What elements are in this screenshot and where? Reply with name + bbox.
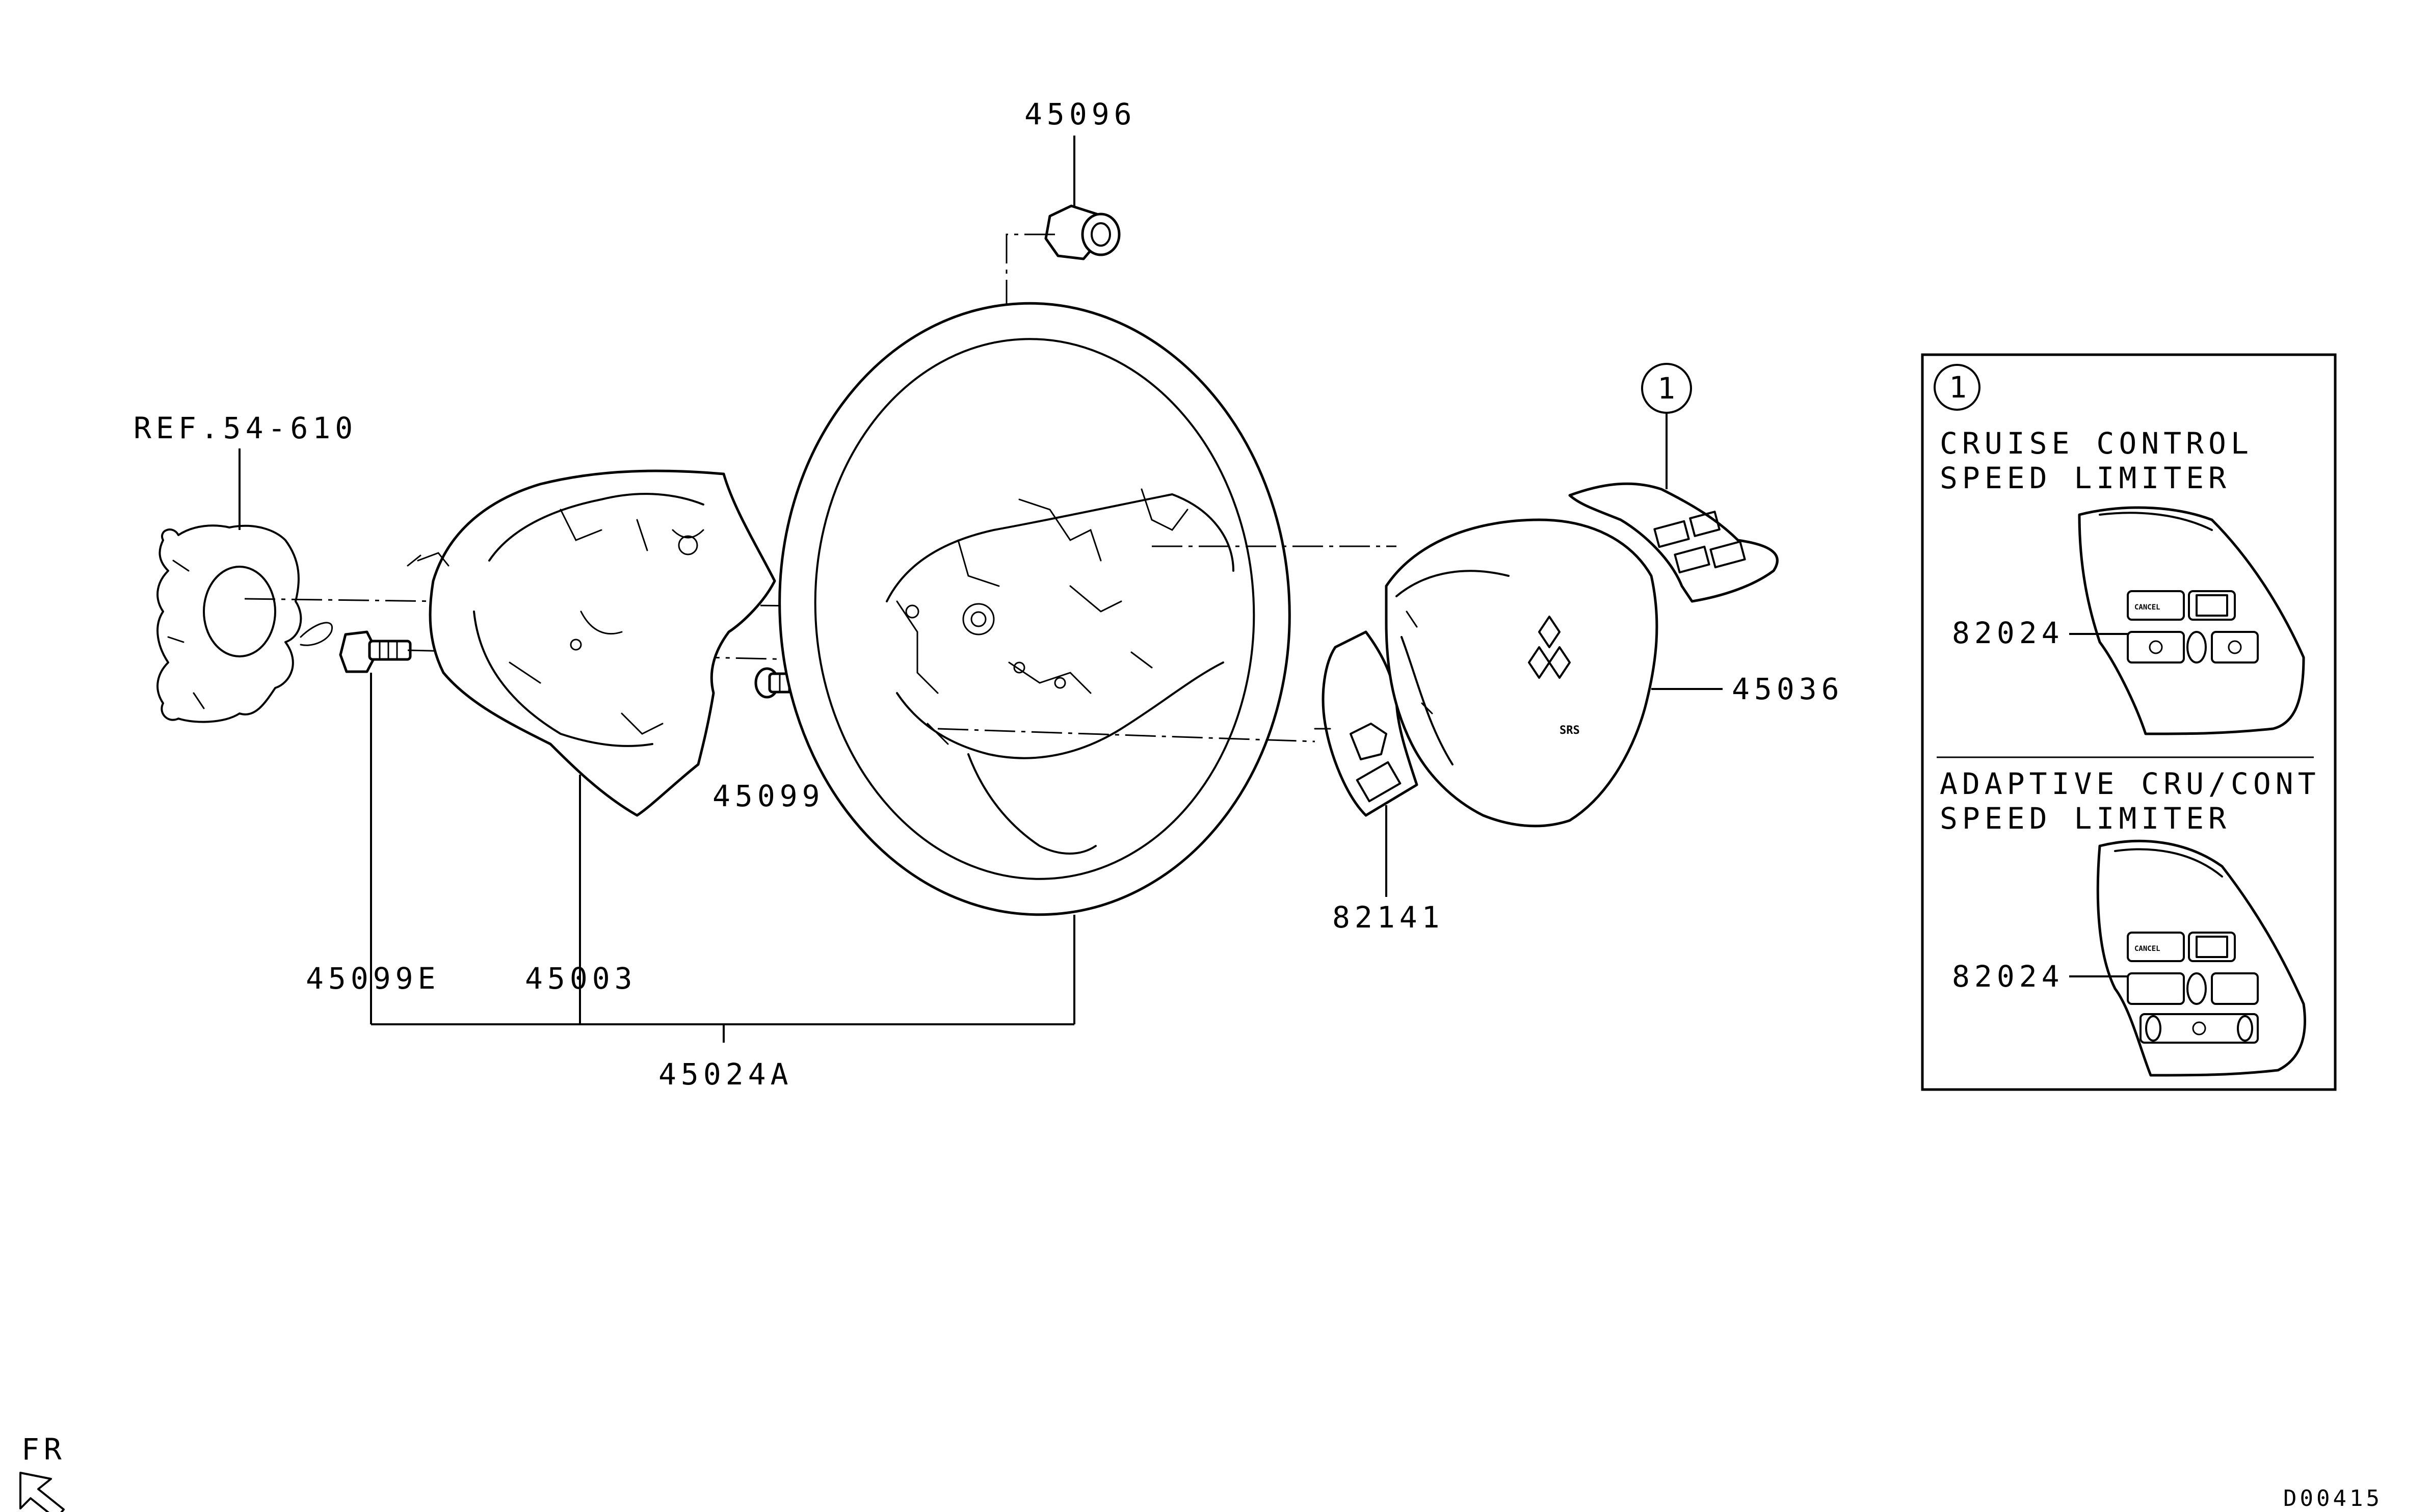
orientation-fr: FR [19,1432,66,1512]
airbag-srs-text: SRS [1560,724,1580,737]
inset-s2-cancel: CANCEL [2134,945,2160,953]
label-45099: 45099 [712,779,825,813]
fr-label: FR [21,1432,66,1467]
airbag-module-45036[interactable]: SRS 45036 [1385,518,1844,828]
inset-s2-switch[interactable]: CANCEL [2096,839,2307,1077]
label-circle-1: 1 [1657,371,1675,406]
inset-s1-line1: CRUISE CONTROL [1940,426,2253,461]
label-45099e: 45099E [306,961,440,996]
inset-s2-line2: SPEED LIMITER [1940,801,2231,836]
inset-s2-line1: ADAPTIVE CRU/CONT [1940,766,2320,801]
label-45003: 45003 [525,961,637,996]
lower-cover-45003[interactable]: 45003 [407,469,776,1024]
label-ref-54-610: REF.54-610 [134,411,357,445]
inset-panel: 1 CRUISE CONTROL SPEED LIMITER CANCEL 82… [1921,353,2337,1091]
mitsubishi-logo-right [1548,646,1571,679]
steering-wheel-45024a[interactable] [764,290,1396,1024]
inset-s1-line2: SPEED LIMITER [1940,461,2231,495]
centerline-wheel-lower [937,728,1315,742]
drawing-id: D00415 [2283,1486,2383,1511]
inset-circle-1: 1 [1949,370,1967,405]
fr-arrow-icon [19,1472,65,1512]
label-82141: 82141 [1332,900,1444,935]
label-45096: 45096 [1024,97,1137,131]
label-45036: 45036 [1732,672,1844,706]
mitsubishi-logo-top [1538,616,1561,648]
inset-s1-part: 82024 [1952,616,2064,650]
nut-45096[interactable]: 45096 [1006,97,1137,622]
cruise-switch-ref-1[interactable]: 1 [1568,363,1779,603]
mitsubishi-logo-left [1528,646,1550,679]
label-45024a: 45024A [658,1057,793,1092]
inset-s1-cancel: CANCEL [2134,603,2160,612]
inset-s2-part: 82024 [1952,959,2064,994]
assembly-bracket [371,1023,1074,1043]
inset-s1-switch[interactable]: CANCEL [2078,506,2305,735]
